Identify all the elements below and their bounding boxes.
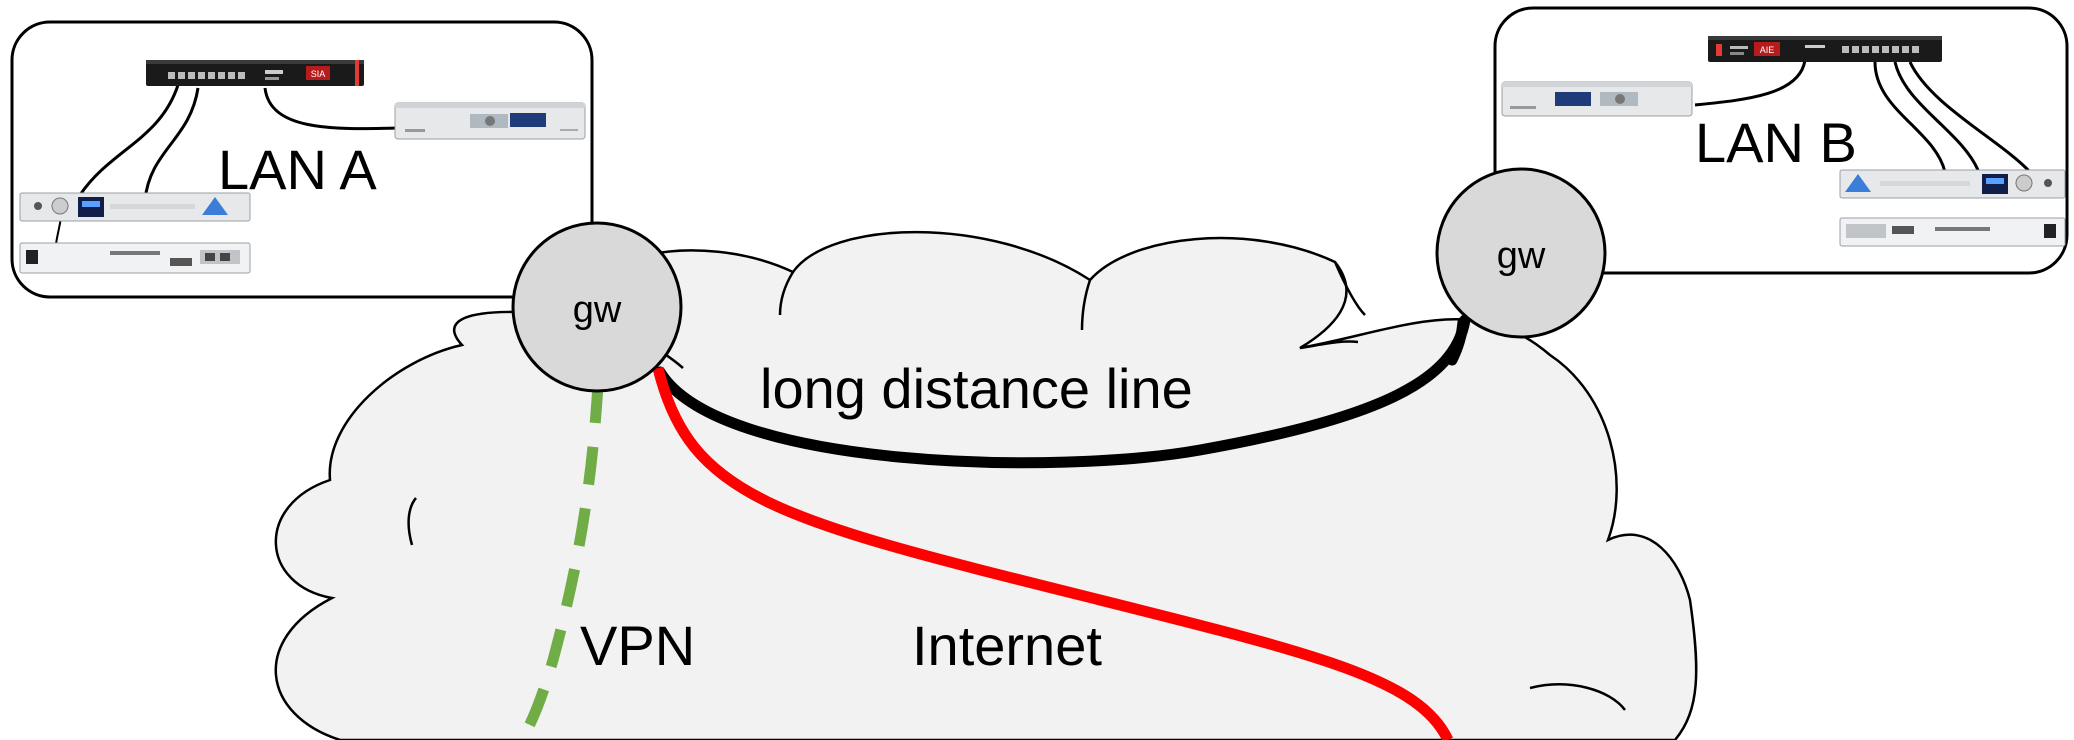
gateway-a-label: gw [573, 289, 622, 331]
vpn-label: VPN [580, 614, 695, 677]
vpn-line [517, 384, 604, 740]
lan-b-stacked-devices [1839, 169, 2066, 247]
lan-a-switch: SIA [146, 60, 364, 86]
lan-a-codec-device [394, 102, 586, 140]
lan-b-box: AIE [1493, 6, 2069, 275]
lan-a-stacked-devices [19, 192, 251, 274]
long-distance-label: long distance line [760, 357, 1193, 420]
gateway-b: gw [1435, 167, 1607, 339]
gateway-b-label: gw [1497, 235, 1546, 277]
lan-b-label: LAN B [1695, 111, 1857, 174]
lan-b-codec-device [1501, 81, 1693, 117]
long-distance-line [654, 314, 1471, 469]
internet-label: Internet [912, 614, 1102, 677]
lan-b-switch-brand: AIE [1760, 45, 1775, 55]
lan-a-switch-brand: SIA [311, 69, 326, 79]
gateway-a: gw [511, 221, 683, 393]
lan-a-label: LAN A [218, 138, 377, 201]
internet-line [652, 366, 1453, 740]
lan-a-box: SIA LAN [10, 20, 594, 299]
lan-b-switch: AIE [1708, 36, 1942, 62]
